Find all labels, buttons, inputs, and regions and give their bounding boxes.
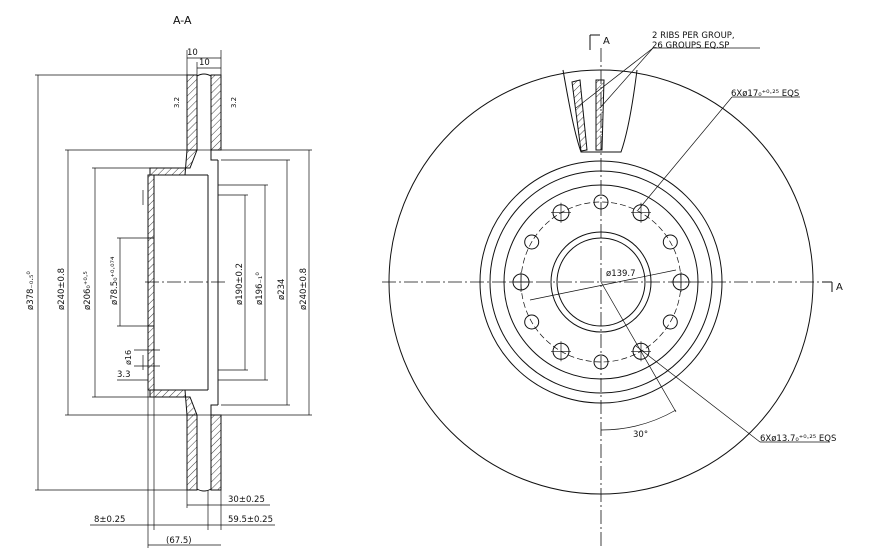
bolt-hole-small [524, 314, 540, 330]
svg-text:ø240±0.8: ø240±0.8 [57, 268, 67, 310]
center-bore-outer [550, 231, 652, 333]
section-arrow-top: A [589, 34, 610, 50]
center-bore-inner [556, 237, 646, 327]
svg-text:A: A [836, 282, 843, 293]
svg-text:ø378₋₀.₅⁰: ø378₋₀.₅⁰ [26, 271, 36, 310]
rib-cutout [562, 69, 638, 153]
svg-text:8±0.25: 8±0.25 [94, 515, 125, 525]
bolt-hole-small [593, 194, 609, 210]
section-view: A-A 10 10 3.2 3.2 [26, 14, 312, 548]
pcd-label: ø139.7 [606, 269, 636, 279]
bolt-hole-small [662, 234, 678, 250]
svg-text:ø16: ø16 [124, 350, 133, 365]
svg-text:ø78.5₀⁺⁰·⁰⁷⁴: ø78.5₀⁺⁰·⁰⁷⁴ [110, 256, 120, 305]
svg-text:30±0.25: 30±0.25 [228, 495, 265, 505]
bolt-holes [511, 194, 691, 370]
svg-text:59.5±0.25: 59.5±0.25 [228, 515, 273, 525]
svg-text:ø240±0.8: ø240±0.8 [299, 268, 309, 310]
ribs-note-2: 26 GROUPS EQ.SP [652, 41, 729, 51]
top-width-1: 10 [187, 48, 198, 58]
outer-rim [388, 69, 814, 495]
diameter-dims: ø378₋₀.₅⁰ ø240±0.8 ø206₀⁺⁰·⁵ ø78.5₀⁺⁰·⁰⁷… [26, 74, 312, 491]
upper-transition [149, 149, 198, 176]
section-title: A-A [173, 14, 192, 27]
chamfer-right: 3.2 [230, 97, 238, 108]
top-width-2: 10 [199, 58, 210, 68]
top-width-dims: 10 10 [186, 48, 222, 78]
inner-band-edge [479, 160, 723, 404]
hat-step-ring [503, 184, 699, 380]
chamfer-left: 3.2 [173, 97, 181, 108]
bolt-hole-small-note: 6Xø13.7₀⁺⁰·²⁵ EQS [760, 434, 836, 444]
bolt-hole-small [593, 354, 609, 370]
section-arrow-right: A [822, 281, 843, 293]
svg-text:A: A [603, 36, 610, 47]
lower-transition [149, 389, 198, 416]
hat-outer-ring [489, 170, 713, 394]
angle-label: 30° [633, 430, 648, 440]
bottom-dims: 30±0.25 8±0.25 59.5±0.25 (67.5) [90, 390, 275, 548]
front-view: A A 2 RIBS PER GROUP, 26 GROUPS [382, 31, 843, 548]
svg-text:(67.5): (67.5) [166, 536, 192, 546]
angle-arc [600, 409, 677, 431]
small-dim: 3.3 [117, 370, 131, 380]
svg-text:ø234: ø234 [277, 279, 287, 300]
svg-text:ø206₀⁺⁰·⁵: ø206₀⁺⁰·⁵ [83, 271, 93, 310]
bolt-hole-large-note: 6Xø17₀⁺⁰·²⁵ EQS [731, 89, 799, 99]
bolt-hole-small [524, 234, 540, 250]
ribs-note-1: 2 RIBS PER GROUP, [652, 31, 735, 41]
upper-band [186, 73, 222, 151]
lower-band [186, 414, 222, 492]
svg-text:ø190±0.2: ø190±0.2 [235, 263, 245, 305]
bolt-hole-small [662, 314, 678, 330]
svg-text:ø196₋₁⁰: ø196₋₁⁰ [255, 272, 265, 305]
